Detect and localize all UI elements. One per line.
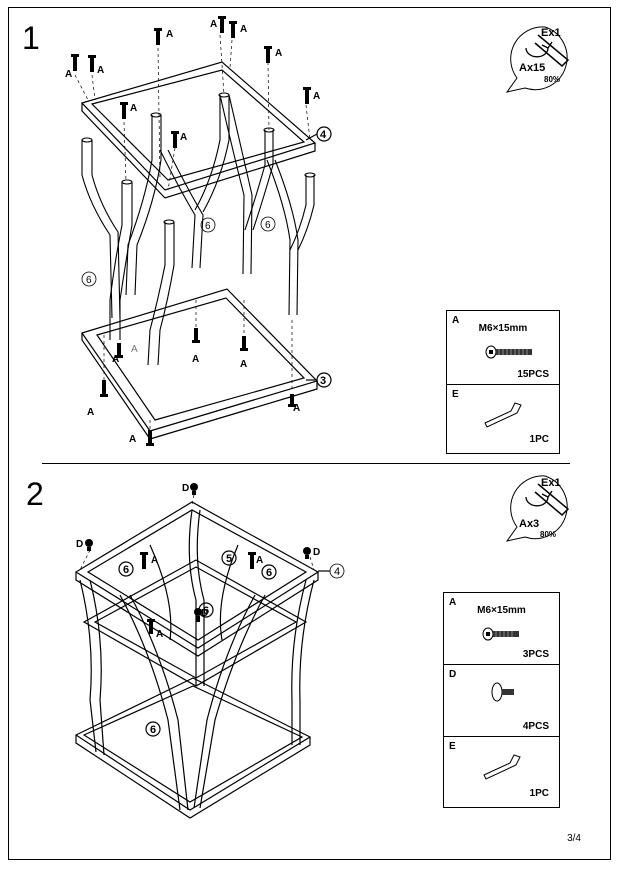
svg-text:6: 6 xyxy=(265,220,271,231)
part-letter: E xyxy=(452,389,459,400)
step-2-hardware xyxy=(85,483,311,634)
svg-text:A: A xyxy=(256,555,263,566)
svg-text:A: A xyxy=(275,48,282,59)
svg-text:6: 6 xyxy=(150,724,156,736)
step-2-badge-ax: Ax3 xyxy=(519,518,539,530)
step-2-badge-pct: 80% xyxy=(540,530,556,539)
svg-text:6: 6 xyxy=(266,567,272,579)
part-e-cell: E 1PC xyxy=(444,737,559,808)
foot-glide-icon xyxy=(491,682,514,702)
svg-text:A: A xyxy=(97,65,104,76)
part-letter: E xyxy=(449,741,456,752)
svg-text:D: D xyxy=(76,539,83,550)
svg-text:A: A xyxy=(293,403,300,414)
step-1-bolts xyxy=(71,16,311,446)
step-1-top-frame xyxy=(80,61,317,199)
svg-text:D: D xyxy=(201,608,208,619)
part-spec: M6×15mm xyxy=(477,605,526,616)
step-1-bottom-frame-label: 3 xyxy=(320,375,326,387)
step-2-frame xyxy=(74,501,320,819)
bolt-icon xyxy=(485,345,532,359)
step-2-top-frame-label: 4 xyxy=(334,566,340,578)
step-2-leg-label: 6 xyxy=(123,564,129,576)
step-1-badge-ex: Ex1 xyxy=(541,27,561,39)
svg-text:A: A xyxy=(156,629,163,640)
part-letter: A xyxy=(449,597,457,608)
part-d-cell: D 4PCS xyxy=(444,665,559,737)
step-1-labels: A A A A A A A A A A A A A A A A 4 3 6 6 … xyxy=(65,19,327,445)
svg-text:A: A xyxy=(210,19,217,30)
step-2-glide-label: D xyxy=(182,483,189,494)
allen-key-icon xyxy=(483,754,521,780)
svg-text:A: A xyxy=(166,29,173,40)
step-2-labels: D D D D A A A 4 5 6 6 6 6 xyxy=(76,483,340,736)
step-1-legs xyxy=(81,92,316,366)
part-qty: 1PC xyxy=(529,788,549,799)
step-1-badge-pct: 80% xyxy=(544,75,560,84)
svg-text:A: A xyxy=(130,103,137,114)
step-2-number: 2 xyxy=(26,476,44,512)
part-letter: A xyxy=(452,315,460,326)
part-letter: D xyxy=(449,669,457,680)
svg-text:6: 6 xyxy=(203,605,209,617)
step-1-tool-badge: Ex1 Ax15 80% xyxy=(505,26,570,93)
svg-text:A: A xyxy=(131,344,138,355)
svg-text:A: A xyxy=(180,132,187,143)
part-e-cell: E 1PC xyxy=(447,385,559,454)
step-1-top-frame-label: 4 xyxy=(320,129,327,141)
svg-text:D: D xyxy=(313,547,320,558)
part-a-cell: A M6×15mm 3PCS xyxy=(444,593,559,665)
svg-text:A: A xyxy=(87,407,94,418)
step-2-badge-ex: Ex1 xyxy=(541,477,561,489)
step-1-number: 1 xyxy=(22,20,40,56)
step-1-guide-lines xyxy=(74,34,311,430)
step-divider xyxy=(42,463,570,464)
part-spec: M6×15mm xyxy=(478,323,528,334)
step-1-parts-box: A M6×15mm 15PCS E 1PC xyxy=(446,310,560,454)
step-2-callouts xyxy=(118,550,345,737)
svg-text:A: A xyxy=(240,359,247,370)
bolt-icon xyxy=(482,627,519,641)
svg-text:A: A xyxy=(240,24,247,35)
step-1-leg-label: 6 xyxy=(205,221,211,232)
page-frame xyxy=(8,7,611,860)
step-2-guide-lines xyxy=(79,494,315,571)
svg-text:A: A xyxy=(129,434,136,445)
part-a-cell: A M6×15mm 15PCS xyxy=(447,311,559,385)
step-2-parts-box: A M6×15mm 3PCS D 4PCS E 1PC xyxy=(443,592,560,808)
part-qty: 4PCS xyxy=(522,721,549,732)
part-qty: 3PCS xyxy=(522,649,549,660)
svg-text:A: A xyxy=(192,354,199,365)
step-1-bolt-label: A xyxy=(65,69,72,80)
svg-text:A: A xyxy=(313,91,320,102)
svg-text:A: A xyxy=(112,354,119,365)
allen-key-icon xyxy=(484,402,522,428)
step-2-panel-label: 5 xyxy=(226,553,232,565)
part-qty: 1PC xyxy=(529,434,549,445)
svg-text:6: 6 xyxy=(86,275,92,286)
step-1-badge-ax: Ax15 xyxy=(519,62,545,74)
page-number: 3/4 xyxy=(567,833,581,844)
part-qty: 15PCS xyxy=(517,369,549,380)
step-2-bolt-label: A xyxy=(151,555,158,566)
step-1-callouts xyxy=(81,126,332,388)
step-2-tool-badge: Ex1 Ax3 80% xyxy=(505,475,570,542)
